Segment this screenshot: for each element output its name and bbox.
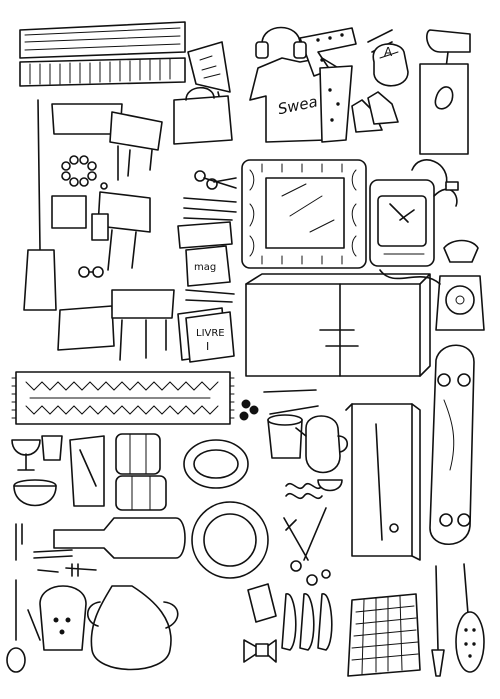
teapot [296,416,347,473]
shoes [352,92,398,132]
cup [42,436,62,460]
scarf [300,28,356,76]
paint-brush [432,566,444,676]
book: LIVRE I [178,308,234,362]
patterned-rug [12,372,234,424]
knife [264,390,318,414]
magazine-label: mag [194,262,216,273]
bread-knife [34,550,72,558]
amphora-jug [88,586,178,670]
spatula [24,100,56,310]
small-bowl [318,480,342,491]
drawer-cabinet [346,404,420,560]
radio [370,180,457,266]
chair-bottom [58,290,174,360]
canisters [116,434,166,510]
woven-basket [348,594,420,676]
lamp-shade [188,42,230,108]
notebook: A [384,45,393,59]
oval-plate [184,440,248,488]
hair-dryer [427,30,470,68]
flower-pot [268,415,302,458]
cord-plug [412,160,458,190]
rolled-rug [20,22,185,86]
bowl [14,480,56,506]
vase [373,44,408,86]
headphones [256,28,306,59]
colander [40,586,86,650]
vegetable [248,584,276,622]
bow [244,640,276,662]
brushes [186,290,234,302]
stacked-bowls [282,594,332,650]
wine-glass [12,440,40,470]
spools [291,561,330,585]
bead-necklace [62,156,107,189]
ladle [7,580,25,672]
skateboard [430,345,474,544]
book-volume: I [206,340,209,353]
bottle [54,518,185,558]
shirt [320,66,352,142]
scissors [195,171,236,189]
chair-top [52,104,162,180]
glasses [79,267,103,277]
book-title: LIVRE [196,328,225,339]
pastry-brush [28,610,40,640]
chair-middle [52,192,150,270]
wardrobe [246,274,430,376]
cutlery [16,524,96,576]
pencils [184,198,236,220]
buttons [240,400,258,420]
tongs [284,508,326,560]
ornate-mirror [242,160,366,268]
round-plate [192,502,268,578]
magazines: mag [178,222,232,286]
hair-brush [456,564,484,672]
tissue-box [420,64,468,154]
handbag [174,88,232,144]
notebook-tag: A [384,45,393,59]
iron [70,436,104,506]
